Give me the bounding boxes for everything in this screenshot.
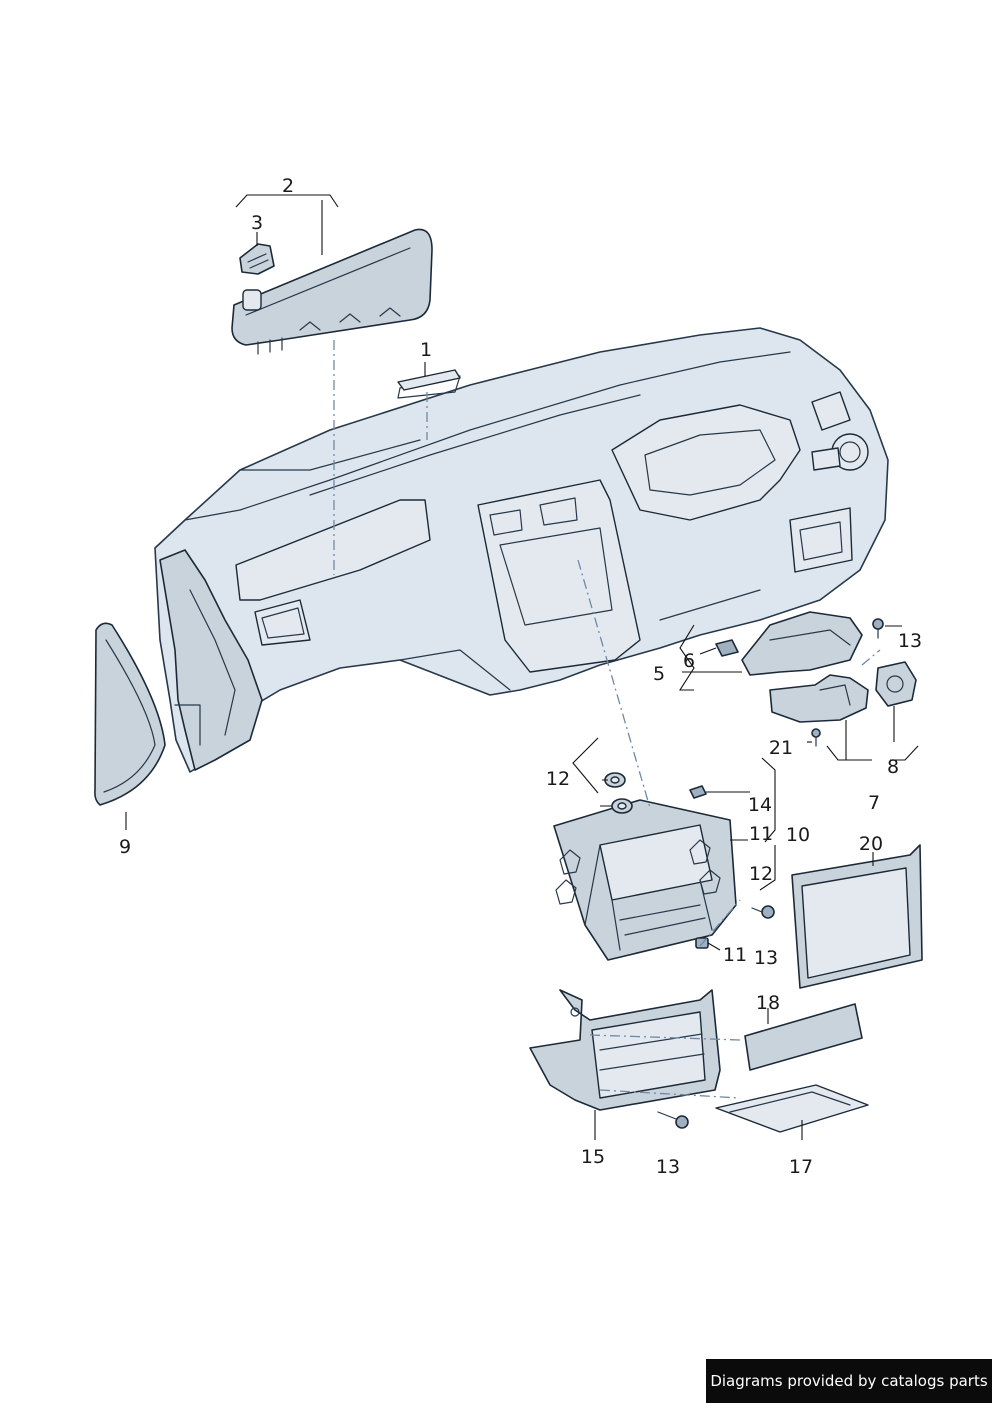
callout-10: 10 xyxy=(786,824,810,846)
callout-2: 2 xyxy=(282,175,294,197)
dashboard-panel xyxy=(154,327,889,773)
callout-17: 17 xyxy=(789,1156,813,1178)
callout-6: 6 xyxy=(683,650,695,672)
part-21-screw xyxy=(811,728,821,747)
part-13-screw-top xyxy=(872,618,884,639)
part-6-switch xyxy=(715,639,739,657)
part-10-radio-frame xyxy=(553,799,737,961)
assembly-lines xyxy=(333,340,881,1099)
callout-12-right: 12 xyxy=(749,863,773,885)
callout-14: 14 xyxy=(748,794,772,816)
callout-7: 7 xyxy=(868,792,880,814)
part-12-washers xyxy=(604,772,633,814)
callout-5: 5 xyxy=(653,663,665,685)
callout-18: 18 xyxy=(756,992,780,1014)
part-8-ignition-ring xyxy=(875,661,917,707)
callout-13-bottom: 13 xyxy=(656,1156,680,1178)
part-9-end-cap xyxy=(94,622,166,806)
leader-lines xyxy=(125,194,919,1140)
callout-11-bottom: 11 xyxy=(723,944,747,966)
callout-labels: 2 3 1 9 6 5 13 21 8 7 12 14 11 10 12 20 … xyxy=(119,175,922,1178)
part-5-upper-shroud xyxy=(741,611,863,676)
callout-15: 15 xyxy=(581,1146,605,1168)
part-18-lid xyxy=(744,1003,863,1071)
part-1-cover xyxy=(397,369,461,391)
part-20-trim-frame xyxy=(791,844,923,989)
part-17-mat xyxy=(715,1084,869,1133)
callout-21: 21 xyxy=(769,737,793,759)
credit-banner: Diagrams provided by catalogs parts xyxy=(706,1359,992,1403)
part-14-clip xyxy=(689,785,707,799)
callout-12-left: 12 xyxy=(546,768,570,790)
callout-8: 8 xyxy=(887,756,899,778)
callout-11-right: 11 xyxy=(749,823,773,845)
part-13-screw-mid xyxy=(751,905,775,919)
callout-13-mid: 13 xyxy=(754,947,778,969)
part-15-storage-tray xyxy=(529,989,721,1111)
callout-3: 3 xyxy=(251,212,263,234)
callout-1: 1 xyxy=(420,339,432,361)
part-2-airbag-trim xyxy=(231,228,433,355)
part-3-clip xyxy=(239,243,275,275)
callout-20: 20 xyxy=(859,833,883,855)
credit-text: Diagrams provided by catalogs parts xyxy=(710,1372,988,1390)
callout-9: 9 xyxy=(119,836,131,858)
part-7-lower-shroud xyxy=(769,674,869,723)
part-13-screw-bottom xyxy=(657,1111,689,1129)
callout-13-top: 13 xyxy=(898,630,922,652)
